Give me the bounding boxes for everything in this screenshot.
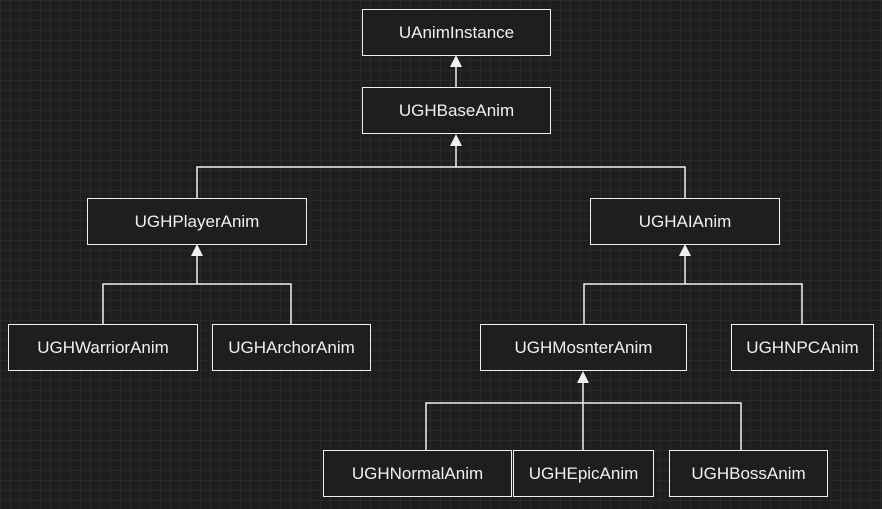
class-node-ugh-base-anim[interactable]: UGHBaseAnim xyxy=(362,87,551,134)
class-node-ugh-mosnter-anim[interactable]: UGHMosnterAnim xyxy=(480,324,687,371)
arrowhead-ai xyxy=(679,244,691,256)
class-node-ugh-normal-anim[interactable]: UGHNormalAnim xyxy=(323,450,512,497)
arrowhead-player xyxy=(191,244,203,256)
edge-player-ai-to-base xyxy=(196,166,686,198)
arrowhead-uanim xyxy=(450,55,462,67)
class-node-ugh-archor-anim[interactable]: UGHArchorAnim xyxy=(212,324,371,371)
arrowhead-mosnter xyxy=(577,371,589,383)
class-node-ugh-ai-anim[interactable]: UGHAIAnim xyxy=(590,198,780,245)
edge-mosnter-npc-to-ai xyxy=(583,283,803,324)
class-node-uanim-instance[interactable]: UAnimInstance xyxy=(362,9,551,56)
class-node-ugh-player-anim[interactable]: UGHPlayerAnim xyxy=(87,198,307,245)
class-node-ugh-npc-anim[interactable]: UGHNPCAnim xyxy=(731,324,874,371)
class-node-ugh-warrior-anim[interactable]: UGHWarriorAnim xyxy=(8,324,198,371)
arrowhead-base xyxy=(450,134,462,146)
class-node-ugh-boss-anim[interactable]: UGHBossAnim xyxy=(669,450,828,497)
edge-warrior-archor-to-player xyxy=(102,283,292,324)
class-node-ugh-epic-anim[interactable]: UGHEpicAnim xyxy=(513,450,654,497)
